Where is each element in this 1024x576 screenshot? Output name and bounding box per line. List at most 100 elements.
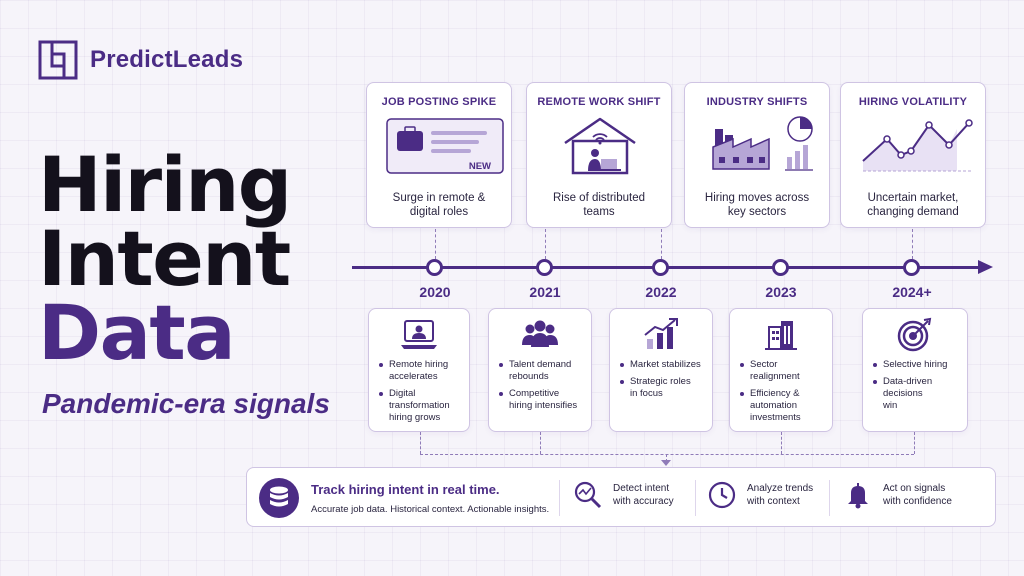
top-card-industry-shifts: INDUSTRY SHIFTS Hiring moves across key … — [684, 82, 830, 228]
banner-subline: Accurate job data. Historical context. A… — [311, 504, 550, 515]
predictleads-logo-icon — [38, 40, 78, 80]
top-card-job-posting-spike: JOB POSTING SPIKE NEW Surge in remote & … — [366, 82, 512, 228]
timeline-year: 2024+ — [892, 284, 932, 300]
bullet-line: decisions — [883, 388, 923, 399]
volatility-line-icon — [862, 119, 973, 172]
bullet-line: rebounds — [509, 371, 549, 382]
detect-magnifier-icon — [574, 481, 602, 509]
bullet-line: automation — [750, 400, 798, 411]
bullet-line: transformation — [389, 400, 450, 411]
growth-chart-icon — [644, 318, 678, 349]
connector-arrow-icon — [661, 460, 671, 466]
banner-headline: Track hiring intent in real time. — [311, 482, 500, 497]
timeline-year: 2021 — [529, 284, 561, 300]
top-card-hiring-volatility: HIRING VOLATILITY Uncertain market, chan… — [840, 82, 986, 228]
timeline-year: 2022 — [645, 284, 677, 300]
bullet-line: Data-driven — [883, 376, 933, 387]
connector-dash — [914, 432, 915, 454]
feature-line: Analyze trends — [747, 483, 814, 494]
year-card-bullets: Sector realignment Efficiency &automatio… — [740, 359, 826, 429]
bullet-line: investments — [750, 412, 801, 423]
timeline-arrow-icon — [978, 260, 993, 274]
bullet-line: Market stabilizes — [630, 359, 701, 370]
title-line-3: Data — [38, 288, 235, 377]
top-card-caption: Surge in remote & digital roles — [373, 191, 505, 219]
feature-line: with confidence — [883, 496, 952, 507]
caption-line: teams — [583, 206, 615, 218]
connector-dash — [420, 432, 421, 454]
feature-act-on-signals: Act on signals with confidence — [843, 480, 967, 510]
remote-home-icon — [564, 117, 636, 175]
caption-line: Rise of distributed — [552, 192, 646, 204]
team-group-icon — [522, 320, 558, 347]
laptop-user-icon — [401, 320, 437, 349]
caption-line: changing demand — [867, 206, 959, 218]
connector-dash — [540, 432, 541, 454]
caption-line: key sectors — [727, 206, 787, 218]
connector-dash — [435, 229, 436, 259]
title-line-1: Hiring — [38, 140, 292, 229]
bullet-item: Market stabilizes — [620, 359, 706, 371]
bullet-line: Remote hiring — [389, 359, 449, 370]
factory-chart-icon — [712, 116, 813, 171]
feature-detect-intent: Detect intent with accuracy — [573, 480, 697, 510]
page-subtitle: Pandemic-era signals — [42, 388, 330, 419]
connector-dash — [420, 454, 914, 455]
banner-divider — [559, 480, 560, 516]
connector-dash — [912, 229, 913, 259]
timeline-node — [426, 259, 443, 276]
buildings-icon — [765, 321, 797, 350]
title-line-2: Intent — [38, 214, 291, 303]
bell-icon — [848, 483, 868, 509]
connector-dash — [545, 229, 546, 259]
top-card-caption: Rise of distributed teams — [533, 191, 665, 219]
bullet-line: Selective hiring — [883, 359, 948, 370]
target-icon — [897, 317, 932, 352]
top-card-remote-work-shift: REMOTE WORK SHIFT Rise of distributed te… — [526, 82, 672, 228]
connector-dash — [781, 432, 782, 454]
feature-analyze-trends: Analyze trends with context — [707, 480, 831, 510]
bullet-item: Selective hiring — [873, 359, 961, 371]
year-card-2023: Sector realignment Efficiency &automatio… — [729, 308, 833, 432]
feature-text: Act on signals with confidence — [883, 482, 967, 508]
bullet-line: win — [883, 400, 898, 411]
top-card-title: REMOTE WORK SHIFT — [537, 96, 661, 108]
top-card-caption: Hiring moves across key sectors — [691, 191, 823, 219]
banner-divider — [695, 480, 696, 516]
timeline-year: 2023 — [765, 284, 797, 300]
caption-line: Hiring moves across — [704, 192, 810, 204]
brand-logo: PredictLeads — [38, 40, 243, 80]
connector-dash — [661, 229, 662, 259]
bullet-line: Competitive — [509, 388, 560, 399]
timeline-year: 2020 — [419, 284, 451, 300]
top-card-title: JOB POSTING SPIKE — [381, 96, 497, 108]
bullet-line: Sector realignment — [750, 359, 800, 382]
bullet-line: Strategic roles — [630, 376, 691, 387]
bullet-line: hiring intensifies — [509, 400, 578, 411]
connector-dash — [666, 454, 667, 462]
top-card-title: HIRING VOLATILITY — [858, 96, 968, 108]
bullet-line: Talent demand — [509, 359, 572, 370]
database-icon — [259, 478, 299, 518]
job-posting-card-icon — [386, 118, 504, 174]
top-card-title: INDUSTRY SHIFTS — [706, 96, 808, 108]
bullet-line: Efficiency & — [750, 388, 800, 399]
bullet-line: in focus — [630, 388, 663, 399]
caption-line: Uncertain market, — [867, 192, 959, 204]
bullet-line: hiring grows — [389, 412, 441, 423]
caption-line: Surge in remote & — [392, 192, 486, 204]
caption-line: digital roles — [409, 206, 469, 218]
bullet-line: accelerates — [389, 371, 438, 382]
